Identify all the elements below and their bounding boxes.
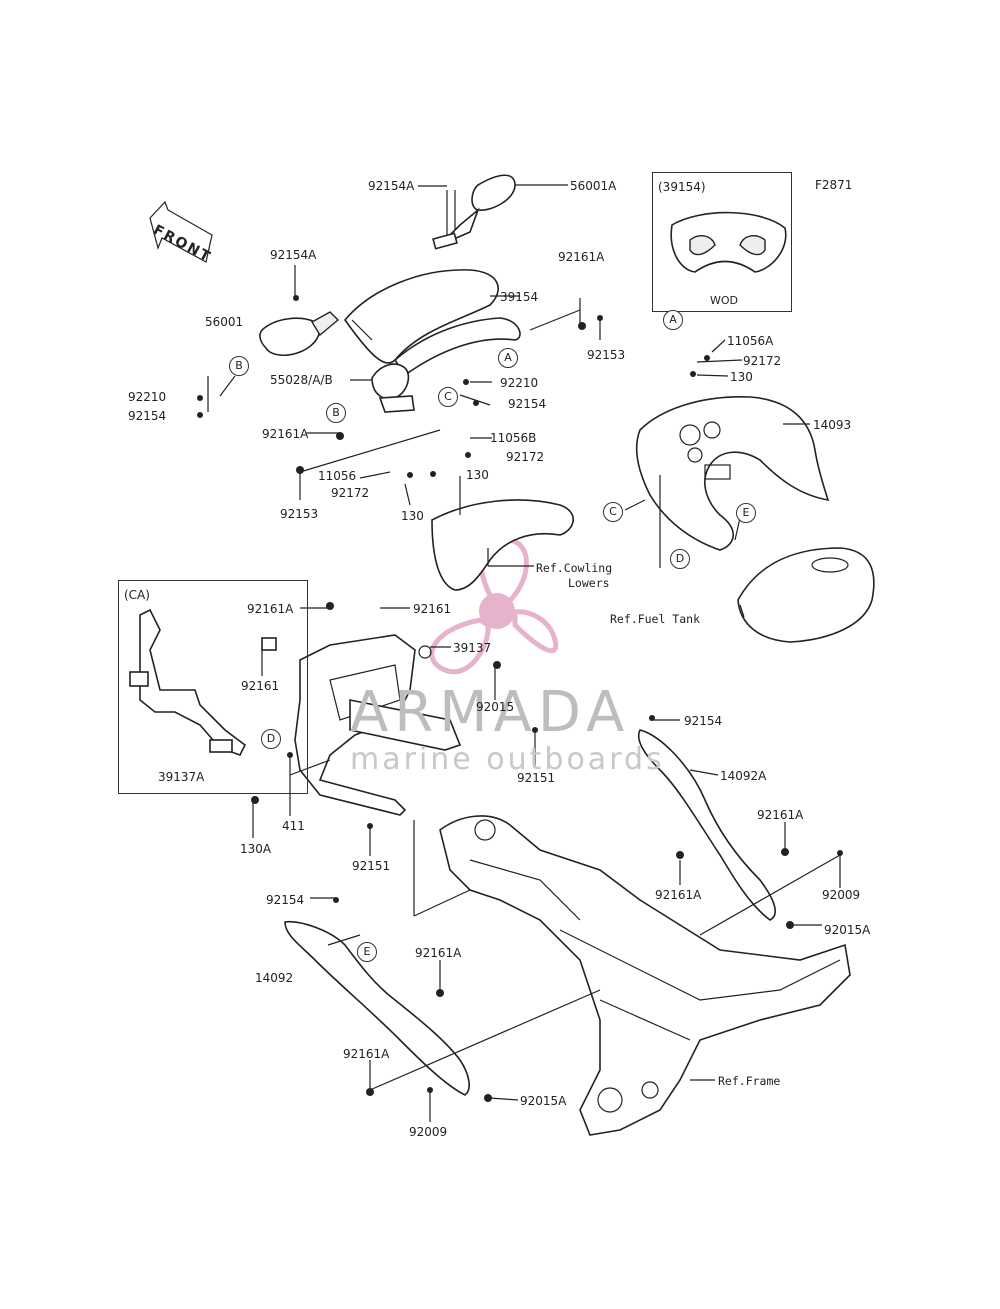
part-label: 39137: [453, 641, 492, 655]
part-label: 92153: [587, 348, 626, 362]
callout-e: E: [736, 503, 756, 523]
wod-inset-drawing: [670, 211, 787, 273]
meter-cover-part: [636, 396, 830, 551]
part-label: 14092A: [720, 769, 767, 783]
part-label: 92161A: [247, 602, 294, 616]
part-label: 92154: [266, 893, 305, 907]
part-label: 92161A: [558, 250, 605, 264]
part-label: 56001A: [570, 179, 617, 193]
part-label: 92015: [476, 700, 515, 714]
wod-inset-box: [652, 172, 792, 312]
part-label: 92153: [280, 507, 319, 521]
front-arrow-icon: [149, 200, 213, 263]
callout-c: C: [438, 387, 458, 407]
part-label: 411: [282, 819, 305, 833]
ca-inset-box: [118, 580, 308, 794]
part-label: 11056B: [490, 431, 537, 445]
ref-label: Ref.Frame: [718, 1074, 781, 1088]
part-label: 55028/A/B: [270, 373, 333, 387]
frame-ref-part: [439, 815, 851, 1136]
wod-inset-ref: (39154): [658, 180, 706, 194]
part-label: 92161A: [655, 888, 702, 902]
part-label: 92161A: [415, 946, 462, 960]
leader-lines: [207, 184, 841, 1122]
ca-inset-bracket-drawing: [129, 608, 247, 756]
part-label: 92151: [517, 771, 556, 785]
part-label: 92210: [128, 390, 167, 404]
part-label: 39154: [500, 290, 539, 304]
part-label: 92161: [413, 602, 452, 616]
callout-a: A: [498, 348, 518, 368]
side-cover-left-part: [284, 920, 470, 1096]
fuel-tank-ref-part: [737, 547, 875, 643]
part-label: 92161A: [343, 1047, 390, 1061]
callout-c: C: [603, 502, 623, 522]
part-label: 92161A: [757, 808, 804, 822]
part-label: 130A: [240, 842, 272, 856]
part-label: 92161: [241, 679, 280, 693]
callout-b: B: [326, 403, 346, 423]
mirror-right-part: [432, 174, 516, 250]
wod-inset-caption: WOD: [710, 294, 739, 307]
part-label: 92172: [743, 354, 782, 368]
watermark-subtitle: marine outboards: [350, 742, 665, 777]
part-label: 92210: [500, 376, 539, 390]
callout-a: A: [663, 310, 683, 330]
cowling-bracket-part: [261, 634, 462, 816]
part-label: 92009: [409, 1125, 448, 1139]
ref-label: Ref.Cowling: [536, 561, 613, 575]
part-label: 92172: [506, 450, 545, 464]
part-label: 92015A: [824, 923, 871, 937]
part-label: 92154: [684, 714, 723, 728]
part-label: 92009: [822, 888, 861, 902]
upper-cowl-part: [343, 269, 521, 377]
part-label: 92154: [128, 409, 167, 423]
part-label: 11056A: [727, 334, 774, 348]
part-label: 92154A: [270, 248, 317, 262]
fasteners: [197, 295, 843, 1102]
part-label: 130: [730, 370, 753, 384]
mirror-left-part: [259, 311, 340, 357]
callout-e: E: [357, 942, 377, 962]
part-label: 14093: [813, 418, 852, 432]
part-label: 14092: [255, 971, 294, 985]
part-label: 92154A: [368, 179, 415, 193]
part-label: 92161A: [262, 427, 309, 441]
part-label: 130: [401, 509, 424, 523]
ref-label: Ref.Fuel Tank: [610, 612, 701, 626]
callout-b: B: [229, 356, 249, 376]
watermark-title: ARMADA: [350, 680, 631, 745]
part-label: 92151: [352, 859, 391, 873]
part-label: 92172: [331, 486, 370, 500]
callout-d: D: [670, 549, 690, 569]
diagram-code: F2871: [815, 178, 853, 192]
part-label: 92015A: [520, 1094, 567, 1108]
side-cover-right-part: [638, 729, 776, 921]
part-label: 92154: [508, 397, 547, 411]
bracket-55028-part: [371, 363, 415, 413]
part-label: 130: [466, 468, 489, 482]
part-label: 56001: [205, 315, 244, 329]
callout-d: D: [261, 729, 281, 749]
ca-inset-part: 39137A: [158, 770, 205, 784]
ca-inset-ref: (CA): [124, 588, 150, 602]
part-label: 11056: [318, 469, 357, 483]
ref-label: Lowers: [568, 576, 610, 590]
cowling-ref-part: [431, 499, 574, 591]
